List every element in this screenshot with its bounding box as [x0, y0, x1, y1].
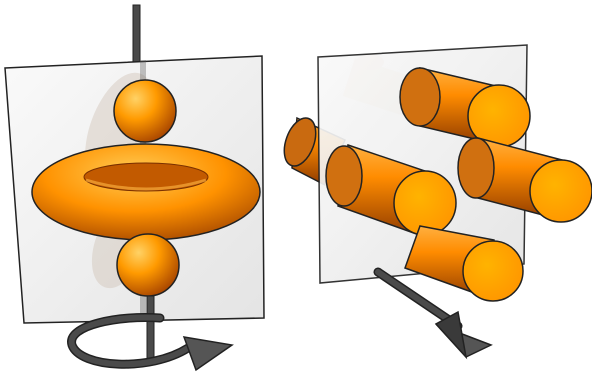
left-panel — [4, 4, 265, 372]
cylinder-bottom — [404, 225, 524, 302]
rotation-axis-rod-bottom — [146, 295, 155, 361]
torus — [31, 143, 261, 241]
upper-sphere — [113, 79, 177, 143]
cylinder-right — [457, 137, 592, 223]
straight-translation-arrow-icon — [373, 267, 493, 360]
cylinder-middle — [325, 144, 457, 239]
curved-rotation-arrow-icon — [67, 313, 234, 372]
cylinder-top — [399, 67, 531, 148]
right-panel — [283, 44, 592, 360]
lower-sphere — [116, 233, 180, 297]
